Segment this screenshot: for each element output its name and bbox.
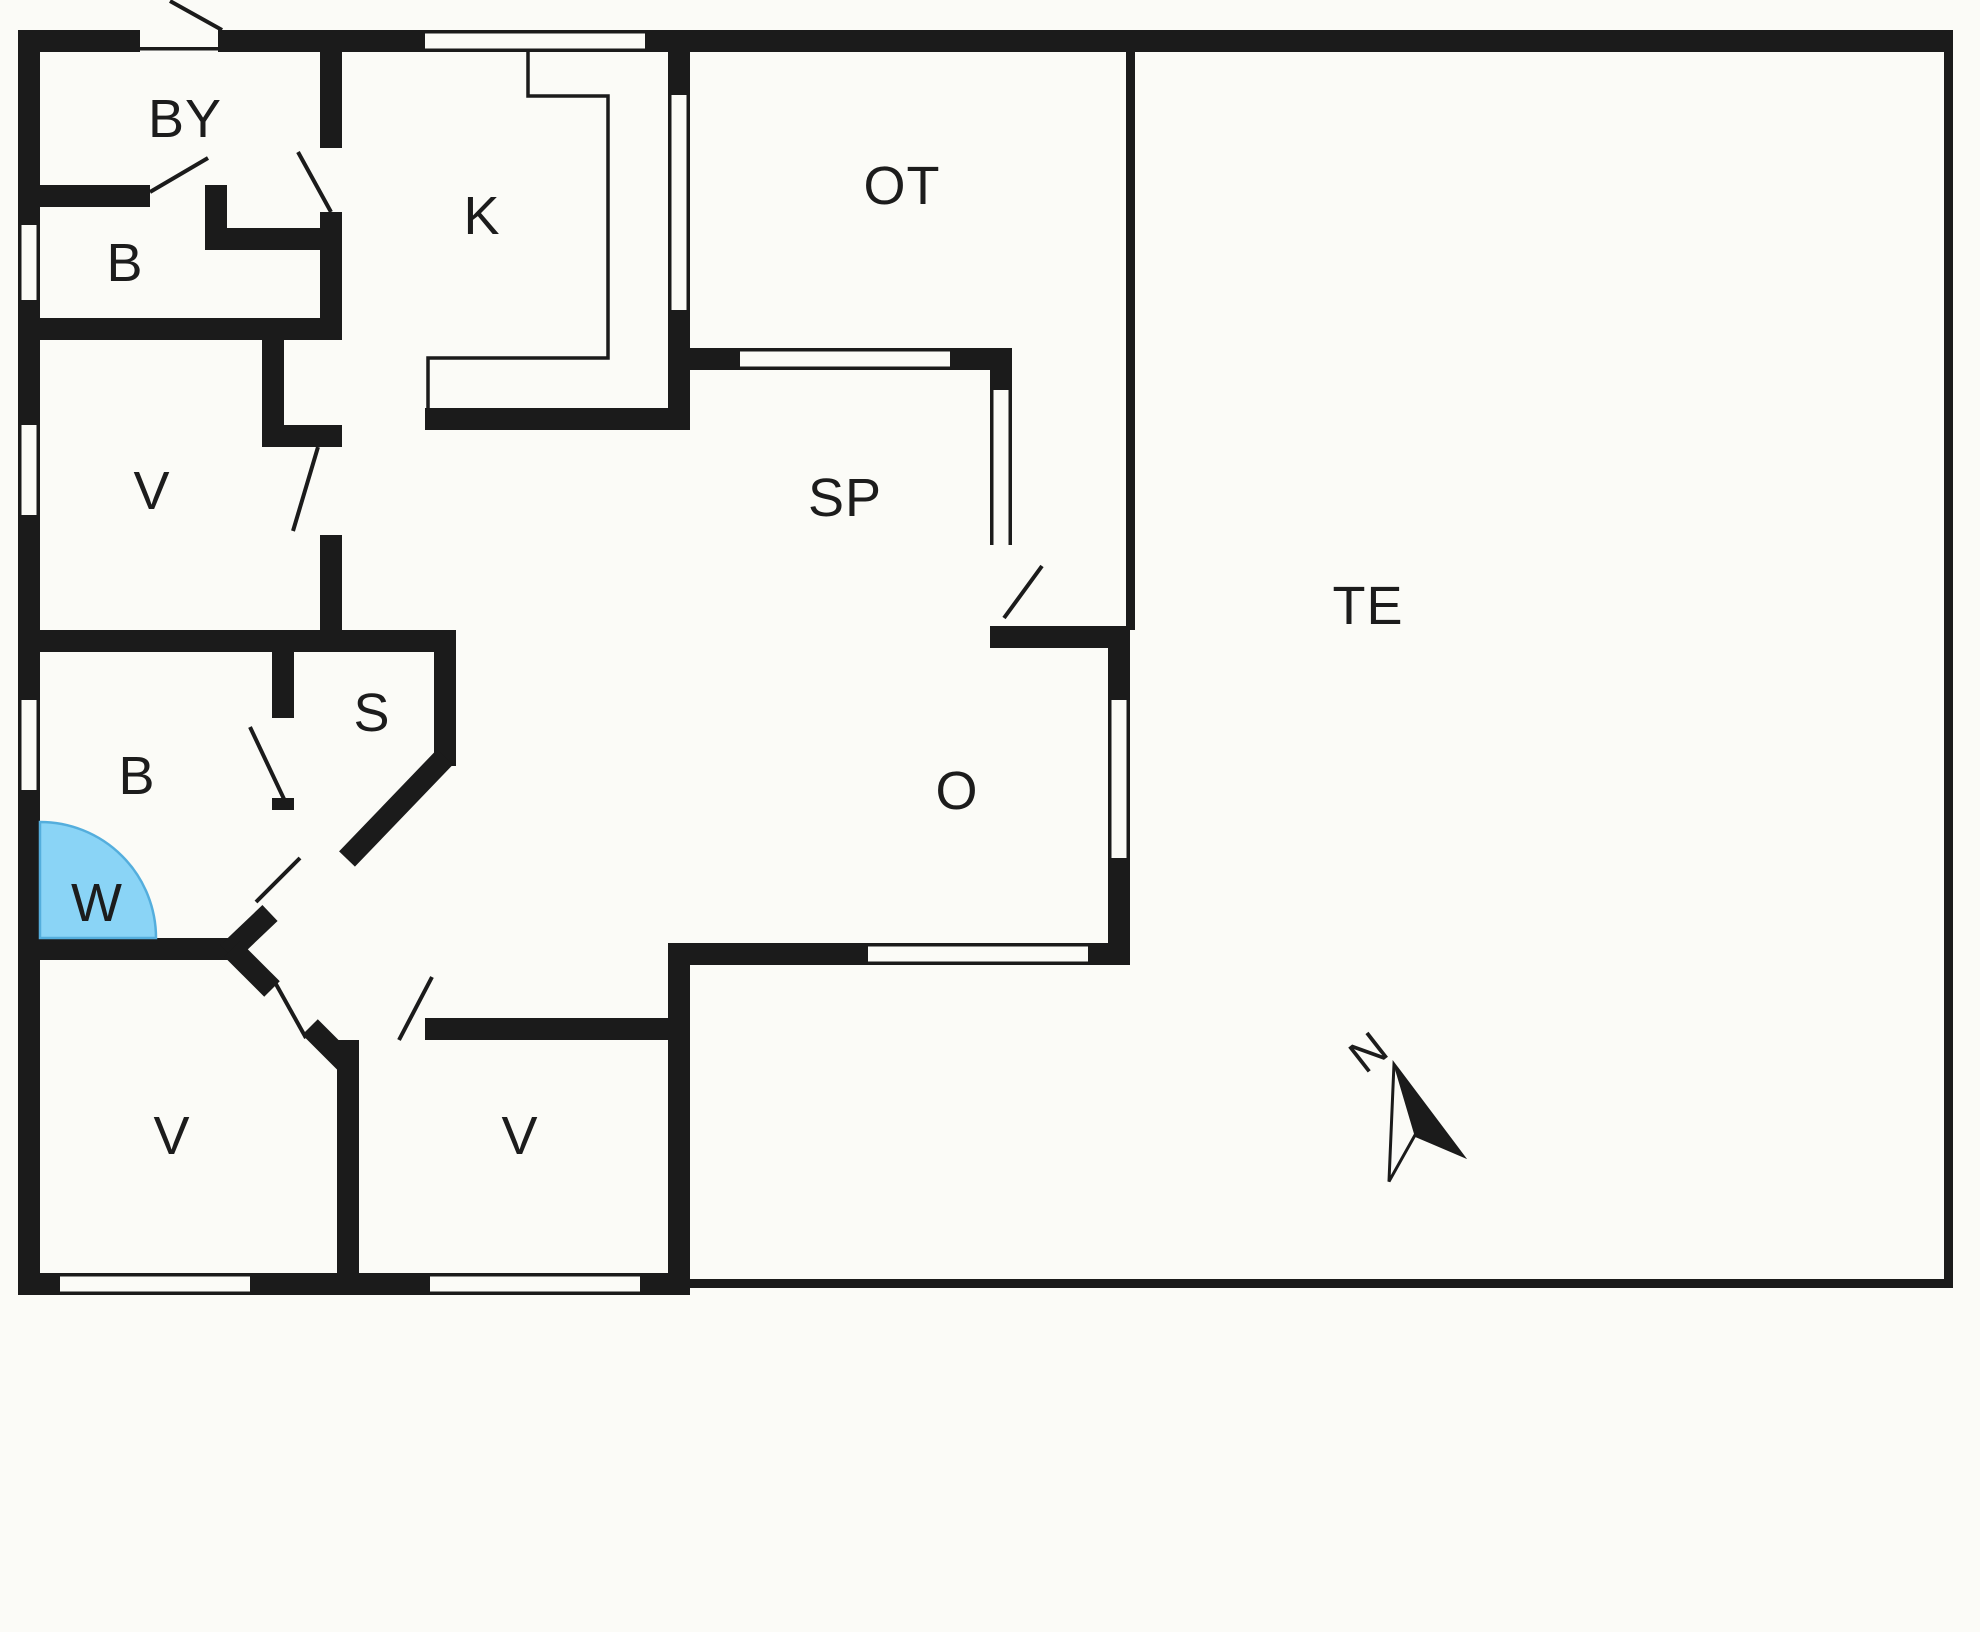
north-arrow-icon [1387,1059,1468,1183]
room-label-b-bath: B [118,746,155,806]
room-label-v-bottom-left: V [153,1106,190,1166]
terrace-boundary [690,30,1953,1288]
kitchen-counter [426,52,610,419]
shower-area [38,820,158,940]
walls [18,30,1952,1295]
room-label-s: S [353,683,390,743]
room-label-te: TE [1332,576,1403,636]
room-labels: BY B K OT V SP TE S B O W V V [71,89,1403,1166]
room-label-k: K [463,186,500,246]
room-label-w: W [71,873,123,933]
room-label-v-mid: V [133,461,170,521]
room-label-by: BY [148,89,222,149]
room-label-ot: OT [864,156,941,216]
windows [18,30,1130,1295]
doors [148,0,1044,1041]
room-label-sp: SP [808,468,882,528]
room-label-o: O [935,761,978,821]
room-label-b-top: B [106,233,143,293]
room-label-v-bottom-mid: V [501,1106,538,1166]
